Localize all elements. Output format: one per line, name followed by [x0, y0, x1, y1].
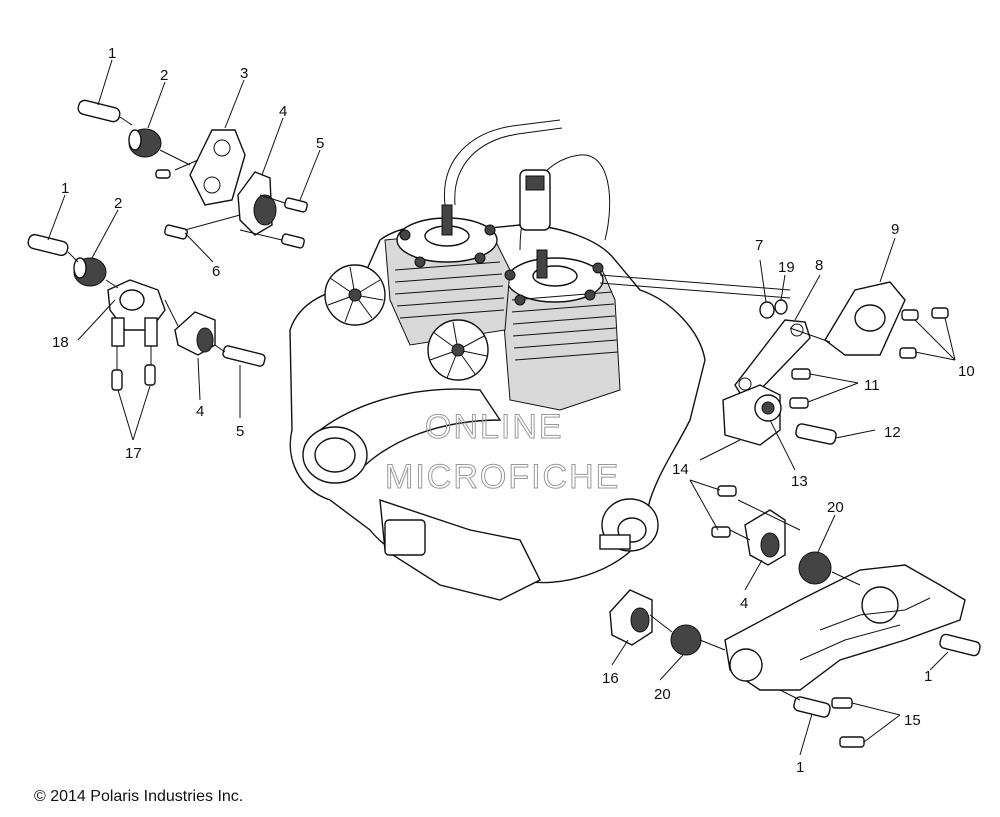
callout-16: 16	[602, 670, 619, 687]
callout-3: 3	[240, 65, 248, 82]
callout-1-bottom: 1	[796, 759, 804, 776]
callout-1-right: 1	[924, 668, 932, 685]
mount-group-right	[699, 281, 949, 461]
mount-group-lower-right	[609, 485, 981, 748]
callout-15: 15	[904, 712, 921, 729]
callout-11: 11	[864, 377, 880, 394]
callout-2-top: 2	[160, 67, 168, 84]
callout-5-top: 5	[316, 135, 324, 152]
reed-cover-left	[324, 264, 386, 326]
callout-20-right: 20	[827, 499, 844, 516]
callout-6: 6	[212, 263, 220, 280]
callout-labels: 1 2 3 4 5 6 1 2 18 17 4 5 7 19 8 9 10 11…	[52, 45, 975, 776]
reed-cover-right	[427, 319, 489, 381]
mount-group-upper-left	[77, 99, 308, 249]
copyright-notice: © 2014 Polaris Industries Inc.	[34, 788, 244, 805]
callout-4-mid: 4	[196, 403, 204, 420]
callout-1-mid: 1	[61, 180, 69, 197]
callout-5-mid: 5	[236, 423, 244, 440]
engine-assembly: ONLINE MICROFICHE	[289, 119, 791, 601]
callout-10: 10	[958, 363, 975, 380]
callout-2-mid: 2	[114, 195, 122, 212]
callout-13: 13	[791, 473, 808, 490]
watermark-line1: ONLINE	[425, 408, 564, 446]
callout-18: 18	[52, 334, 69, 351]
callout-7: 7	[755, 237, 763, 254]
mount-group-mid-left	[27, 233, 266, 391]
callout-9: 9	[891, 221, 899, 238]
callout-19: 19	[778, 259, 795, 276]
callout-14: 14	[672, 461, 689, 478]
callout-12: 12	[884, 424, 901, 441]
callout-20-low: 20	[654, 686, 671, 703]
leader-lines	[47, 59, 956, 756]
callout-4-top: 4	[279, 103, 287, 120]
callout-1-top: 1	[108, 45, 116, 62]
callout-8: 8	[815, 257, 823, 274]
callout-4-low: 4	[740, 595, 748, 612]
watermark-line2: MICROFICHE	[385, 458, 620, 496]
callout-17: 17	[125, 445, 142, 462]
